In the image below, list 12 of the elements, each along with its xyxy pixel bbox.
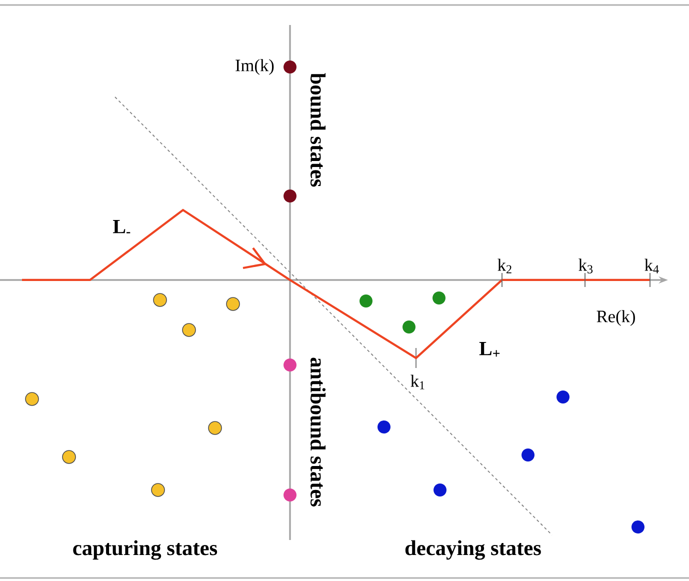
region-label: antibound states — [310, 358, 326, 506]
tick-label: k$_{3}$ — [578, 258, 593, 274]
axis-label: Im(k) — [236, 59, 274, 75]
tick-label: k$_{2}$ — [498, 258, 512, 274]
contour-label: L$_{+}$ — [479, 342, 500, 357]
contour-label: L$_{-}$ — [113, 220, 130, 234]
tick-label: k$_{4}$ — [644, 258, 659, 274]
tick-label: k$_{1}$ — [410, 374, 424, 390]
axis-label: Re(k) — [596, 310, 635, 326]
region-label: decaying states — [405, 540, 541, 560]
region-label: capturing states — [73, 540, 218, 560]
region-label: bound states — [310, 73, 326, 187]
